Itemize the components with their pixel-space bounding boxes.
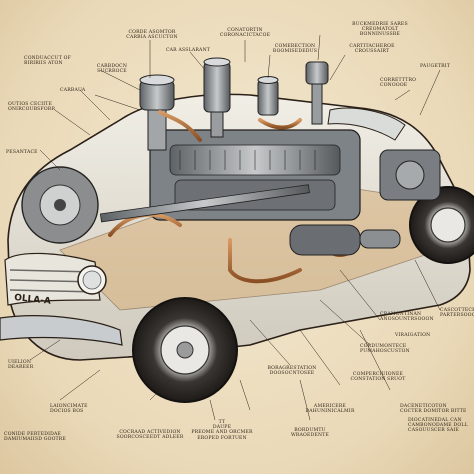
callout-label: PAUGETRIT — [420, 64, 451, 69]
front-wheel — [132, 297, 238, 403]
callout-label: CARBAUA — [60, 88, 86, 93]
callout-label: PESANTACE — [6, 150, 38, 155]
drive-shaft — [99, 184, 310, 223]
distributor — [305, 61, 329, 125]
rear-wheel — [409, 186, 474, 264]
carburetor-left — [139, 74, 175, 151]
inner-wheel-hub — [21, 166, 99, 244]
callout-label: VIRAIGATION — [395, 333, 431, 338]
leader-lines — [29, 34, 441, 421]
windshield — [327, 107, 406, 141]
front-badge: OLLA-A — [14, 293, 52, 307]
rear-assembly — [379, 149, 441, 201]
carburetor-right — [257, 76, 279, 116]
callout-label: CAR ASSLARANT — [165, 48, 211, 53]
carburetor-center — [203, 57, 231, 138]
exhaust-muffler — [289, 224, 401, 256]
callout-label: CASCOTTECEORPARTERSOOON — [440, 308, 474, 319]
front-bumper — [0, 315, 123, 346]
